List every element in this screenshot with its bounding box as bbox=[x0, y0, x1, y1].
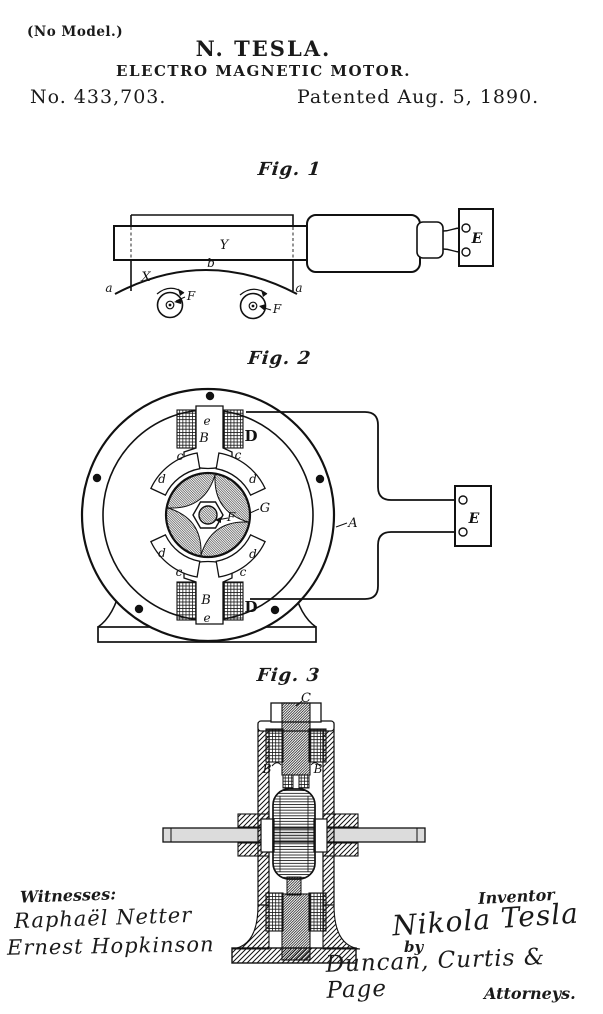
fig2-caption: Fig. 2 bbox=[246, 348, 313, 369]
fig1-battery-box bbox=[458, 208, 494, 267]
fig3-label-b-left: B bbox=[262, 762, 272, 776]
fig2-label-c-tr: c bbox=[235, 448, 242, 462]
fig2-pole-shoes bbox=[150, 452, 266, 578]
by-label: by bbox=[404, 938, 424, 956]
fig3-label-b-right: B bbox=[313, 762, 323, 776]
fig3-brush-right bbox=[298, 774, 310, 789]
fig3-label-c: C bbox=[301, 691, 311, 706]
fig1-label-a-right: a bbox=[295, 281, 302, 295]
fig2-a-leader bbox=[335, 522, 348, 528]
fig2-label-c-bl: c bbox=[176, 565, 183, 579]
fig2-label-e-box: E bbox=[468, 511, 480, 527]
fig1-label-b: b bbox=[207, 256, 215, 270]
fig1-label-y: Y bbox=[220, 238, 230, 253]
fig2-rotor bbox=[164, 471, 260, 559]
fig3-coil-top-left bbox=[265, 728, 284, 763]
patent-number: No. 433,703. bbox=[30, 86, 167, 108]
fig2-drawing: e B D c c d d d d c c B e D F G A E bbox=[80, 387, 492, 643]
fig2-wire-top bbox=[246, 411, 458, 501]
fig1-label-e-box: E bbox=[471, 231, 483, 247]
fig2-coil-top-left bbox=[176, 409, 197, 449]
witness-signature-2: Ernest Hopkinson bbox=[6, 932, 215, 960]
fig1-terminal-bottom bbox=[461, 247, 471, 257]
fig2-shaft bbox=[198, 505, 218, 525]
fig1-label-a-left: a bbox=[105, 281, 112, 295]
fig3-coil-bottom-left bbox=[265, 892, 284, 932]
fig3-armature bbox=[272, 788, 316, 880]
fig2-coil-bottom-right bbox=[223, 581, 244, 621]
fig3-nut-left bbox=[260, 818, 275, 853]
fig2-label-d-coil-top: D bbox=[244, 427, 257, 445]
fig1-terminal-top bbox=[461, 223, 471, 233]
fig2-shoe-bottom-right bbox=[215, 534, 266, 578]
fig1-bar-y bbox=[113, 225, 309, 261]
fig3-c-leader bbox=[295, 700, 303, 707]
fig3-b-leaders bbox=[271, 762, 321, 767]
fig2-label-c-br: c bbox=[240, 565, 247, 579]
fig1-caption: Fig. 1 bbox=[256, 159, 323, 180]
fig3-armature-edges bbox=[279, 796, 309, 872]
patent-date: Patented Aug. 5, 1890. bbox=[297, 86, 540, 108]
fig2-bolts bbox=[92, 391, 325, 615]
fig1-label-f-right: F bbox=[272, 302, 282, 316]
fig1-label-f-left: F bbox=[186, 289, 196, 303]
fig2-coil-bottom-left bbox=[176, 581, 197, 621]
invention-title: ELECTRO MAGNETIC MOTOR. bbox=[116, 62, 411, 80]
fig2-label-d-tl: d bbox=[158, 472, 166, 486]
fig2-label-d-br: d bbox=[249, 547, 257, 561]
fig1-wheel-left bbox=[156, 287, 185, 319]
fig3-core-top bbox=[281, 702, 311, 776]
fig2-wire-bottom bbox=[250, 531, 458, 600]
fig2-shoe-top-left bbox=[150, 452, 201, 496]
fig1-armature-neck bbox=[416, 221, 444, 259]
attorneys-label: Attorneys. bbox=[484, 984, 576, 1003]
fig2-label-g: G bbox=[260, 501, 270, 516]
fig2-terminal-bottom bbox=[458, 527, 468, 537]
fig1-wheel-right bbox=[239, 288, 268, 320]
fig3-core-bottom bbox=[281, 893, 311, 961]
fig1-arc-b bbox=[114, 269, 298, 295]
fig2-label-d-bl: d bbox=[158, 546, 166, 560]
fig2-label-e-bottom: e bbox=[203, 611, 210, 625]
fig2-label-f: F bbox=[226, 510, 236, 524]
fig1-label-x: X bbox=[140, 270, 151, 285]
fig1-f-arrowhead-right bbox=[259, 304, 266, 311]
fig1-drawing: Y X b a a F F E bbox=[105, 208, 494, 320]
applicant-name: N. TESLA. bbox=[195, 36, 332, 61]
fig2-terminal-top bbox=[458, 495, 468, 505]
fig3-shaft-ticks bbox=[170, 828, 418, 842]
fig2-g-leader bbox=[249, 508, 260, 514]
fig3-nut-right bbox=[313, 818, 328, 853]
fig2-shoe-top-right bbox=[215, 452, 266, 496]
fig2-f-arrowhead bbox=[215, 517, 221, 523]
fig3-brush-left bbox=[282, 774, 294, 789]
fig1-armature-block bbox=[306, 214, 421, 273]
no-model-note: (No Model.) bbox=[27, 24, 124, 40]
fig2-coil-top-right bbox=[223, 409, 244, 449]
fig2-label-c-tl: c bbox=[177, 449, 184, 463]
fig3-drawing: C B B bbox=[162, 691, 426, 964]
fig3-coil-bottom-right bbox=[308, 892, 327, 932]
fig2-label-e-top: e bbox=[203, 414, 210, 428]
fig2-battery-box bbox=[454, 485, 492, 547]
fig2-label-d-tr: d bbox=[249, 472, 257, 486]
fig2-label-b-bottom: B bbox=[200, 593, 211, 608]
fig3-caption: Fig. 3 bbox=[255, 665, 322, 686]
fig2-label-b-top: B bbox=[198, 431, 209, 446]
fig3-coils bbox=[265, 728, 327, 932]
fig2-shoe-bottom-left bbox=[150, 534, 201, 578]
fig3-coil-top-right bbox=[308, 728, 327, 763]
fig2-label-d-coil-bottom: D bbox=[244, 598, 257, 616]
fig1-f-arrowhead-left bbox=[174, 298, 182, 304]
witnesses-heading: Witnesses: bbox=[19, 884, 117, 907]
fig2-label-a: A bbox=[347, 516, 357, 531]
